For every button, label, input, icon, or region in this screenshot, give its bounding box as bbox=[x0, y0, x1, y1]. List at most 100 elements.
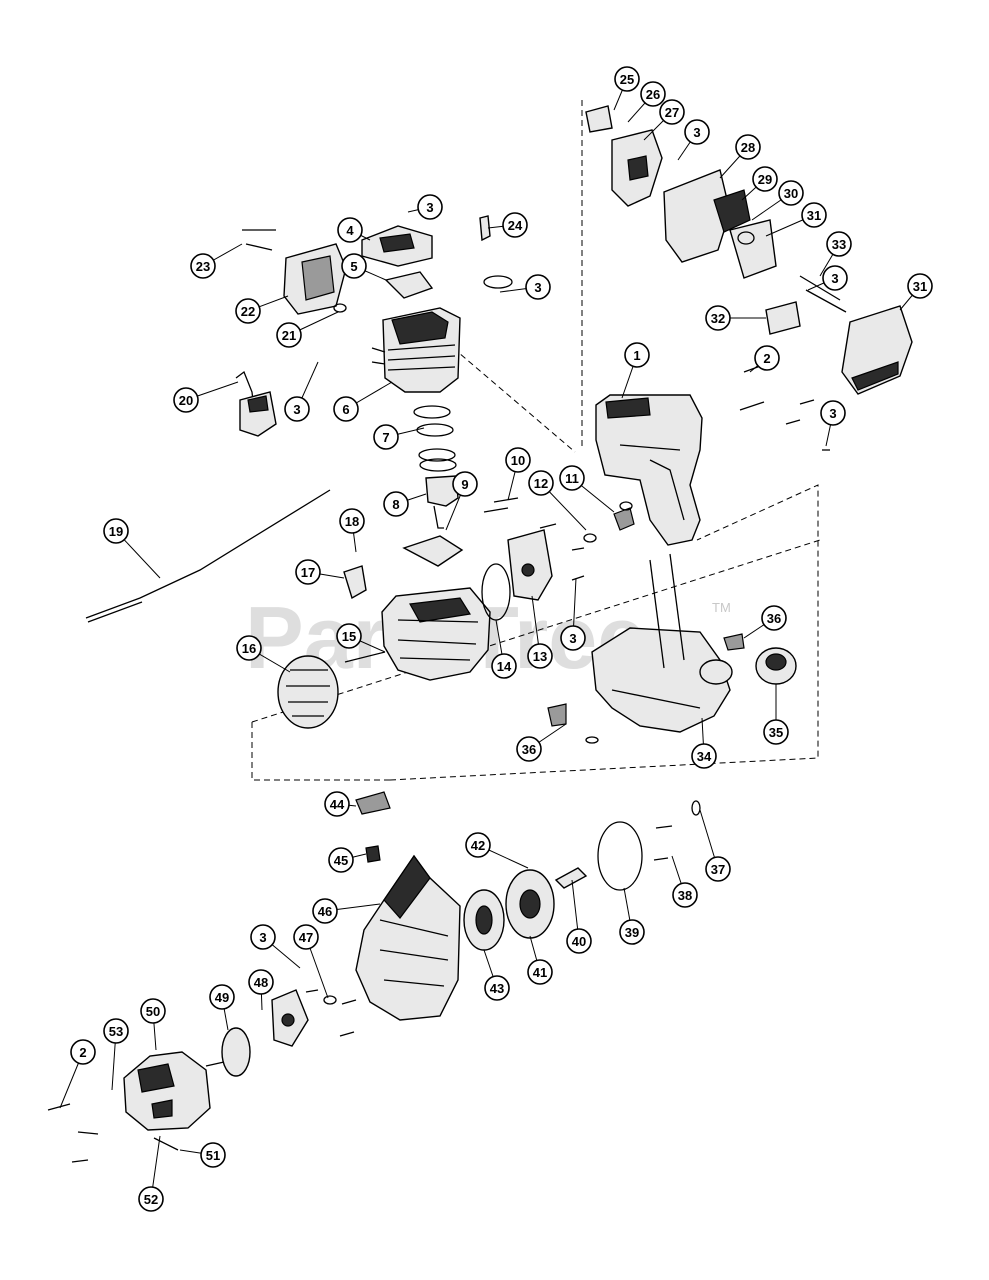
callout-number: 42 bbox=[471, 838, 485, 853]
callout-number: 37 bbox=[711, 862, 725, 877]
callout-number: 26 bbox=[646, 87, 660, 102]
part-foam-32 bbox=[765, 301, 801, 335]
callout-circle bbox=[752, 166, 778, 192]
callout-circle bbox=[333, 396, 359, 422]
callout-number: 1 bbox=[633, 348, 640, 363]
callout-circle bbox=[505, 447, 531, 473]
part-pulley-41 bbox=[505, 869, 555, 939]
part-clip-36 bbox=[547, 633, 745, 744]
callout-number: 2 bbox=[79, 1045, 86, 1060]
callout-circle bbox=[754, 345, 780, 371]
callout-circle bbox=[826, 231, 852, 257]
callout-34: 34 bbox=[691, 743, 717, 769]
callout-19: 19 bbox=[103, 518, 129, 544]
callout-circle bbox=[684, 119, 710, 145]
callout-circle bbox=[691, 743, 717, 769]
callout-number: 49 bbox=[215, 990, 229, 1005]
callout-circle bbox=[465, 832, 491, 858]
callout-14: 14 bbox=[491, 653, 517, 679]
callout-47: 47 bbox=[293, 924, 319, 950]
callout-circle bbox=[235, 298, 261, 324]
part-plate-25 bbox=[585, 105, 613, 133]
callout-27: 27 bbox=[659, 99, 685, 125]
callout-number: 44 bbox=[330, 797, 345, 812]
callout-5: 5 bbox=[341, 253, 367, 279]
callout-22: 22 bbox=[235, 298, 261, 324]
callout-20: 20 bbox=[173, 387, 199, 413]
callout-31: 31 bbox=[801, 202, 827, 228]
callout-number: 40 bbox=[572, 934, 586, 949]
part-carburetor-27 bbox=[611, 129, 663, 207]
callout-13: 13 bbox=[527, 643, 553, 669]
part-air-cleaner-22 bbox=[283, 243, 347, 315]
part-screws-10 bbox=[483, 497, 519, 513]
callout-number: 21 bbox=[282, 328, 296, 343]
part-air-filter-29 bbox=[713, 189, 751, 233]
callout-circle bbox=[619, 919, 645, 945]
callout-number: 3 bbox=[569, 631, 576, 646]
callout-number: 8 bbox=[392, 497, 399, 512]
callout-circle bbox=[640, 81, 666, 107]
callout-circle bbox=[907, 273, 933, 299]
callout-circle bbox=[528, 470, 554, 496]
callout-circle bbox=[417, 194, 443, 220]
callout-53: 53 bbox=[103, 1018, 129, 1044]
part-crankcase-15 bbox=[344, 587, 491, 681]
part-cover-13 bbox=[507, 529, 553, 601]
callout-number: 24 bbox=[508, 218, 523, 233]
callout-number: 30 bbox=[784, 186, 798, 201]
callout-circle bbox=[190, 253, 216, 279]
part-starter-housing-46 bbox=[355, 854, 461, 1021]
callout-26: 26 bbox=[640, 81, 666, 107]
callout-44: 44 bbox=[324, 791, 350, 817]
callout-circle bbox=[525, 274, 551, 300]
callout-24: 24 bbox=[502, 212, 528, 238]
callout-16: 16 bbox=[236, 635, 262, 661]
part-clutch-housing-50 bbox=[123, 1051, 211, 1131]
callout-number: 47 bbox=[299, 930, 313, 945]
callout-11: 11 bbox=[559, 465, 585, 491]
callout-number: 34 bbox=[697, 749, 712, 764]
callout-circle bbox=[735, 134, 761, 160]
callout-number: 46 bbox=[318, 904, 332, 919]
callout-circle bbox=[822, 265, 848, 291]
part-fuel-tank-34 bbox=[591, 627, 733, 733]
callout-36: 36 bbox=[761, 605, 787, 631]
part-bracket-11 bbox=[613, 507, 635, 531]
part-valve-cover-4 bbox=[361, 225, 433, 267]
part-filter-base-31 bbox=[729, 219, 777, 279]
part-housing-1 bbox=[595, 394, 703, 546]
callout-3: 3 bbox=[417, 194, 443, 220]
callout-number: 28 bbox=[741, 140, 755, 155]
callout-45: 45 bbox=[328, 847, 354, 873]
callout-35: 35 bbox=[763, 719, 789, 745]
callout-circle bbox=[491, 653, 517, 679]
callout-1: 1 bbox=[624, 342, 650, 368]
part-spring-43 bbox=[463, 889, 505, 951]
callout-circle bbox=[484, 975, 510, 1001]
callout-number: 19 bbox=[109, 524, 123, 539]
callout-3: 3 bbox=[820, 400, 846, 426]
callout-number: 23 bbox=[196, 259, 210, 274]
callout-circle bbox=[312, 898, 338, 924]
part-piston-rings-7 bbox=[413, 405, 457, 472]
callout-number: 43 bbox=[490, 981, 504, 996]
callout-3: 3 bbox=[684, 119, 710, 145]
callout-number: 50 bbox=[146, 1004, 160, 1019]
part-ignition-coil-20 bbox=[235, 370, 277, 437]
callout-circle bbox=[559, 465, 585, 491]
part-clutch-48 bbox=[271, 989, 309, 1047]
callout-number: 3 bbox=[293, 402, 300, 417]
callout-48: 48 bbox=[248, 969, 274, 995]
callout-31: 31 bbox=[907, 273, 933, 299]
callout-number: 36 bbox=[522, 742, 536, 757]
part-shaft-40 bbox=[554, 867, 588, 889]
callout-circle bbox=[761, 605, 787, 631]
callout-number: 29 bbox=[758, 172, 772, 187]
callout-12: 12 bbox=[528, 470, 554, 496]
callout-number: 3 bbox=[829, 406, 836, 421]
callout-3: 3 bbox=[284, 396, 310, 422]
part-module-17 bbox=[343, 565, 367, 600]
